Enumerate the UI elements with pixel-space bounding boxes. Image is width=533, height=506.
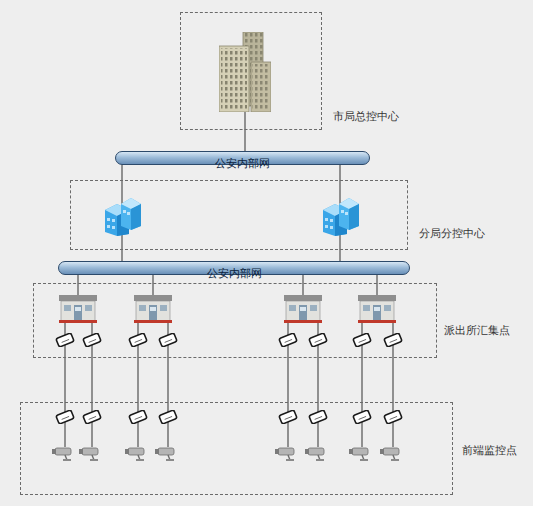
hq-building-icon — [219, 32, 271, 112]
wire — [65, 422, 393, 447]
wire — [303, 283, 304, 296]
network-label: 公安内部网 — [215, 158, 270, 170]
network-link — [78, 275, 79, 283]
network-label: 公安内部网 — [207, 268, 262, 280]
transceiver-icon — [353, 410, 371, 424]
transceiver-icon — [384, 333, 402, 347]
wire — [377, 283, 378, 296]
camera-icon — [52, 448, 71, 461]
camera-icon — [125, 448, 144, 461]
police-station-icon — [284, 295, 322, 323]
transceiver-icon — [384, 410, 402, 424]
transceiver-icon — [353, 333, 371, 347]
zone-box: 市局总控中心 — [180, 12, 322, 130]
transceiver-icon — [83, 333, 101, 347]
transceiver-icon — [129, 410, 147, 424]
transceiver-icon — [159, 410, 177, 424]
camera-icon — [380, 448, 399, 461]
network-link — [138, 358, 139, 402]
zone-label: 分局分控中心 — [419, 226, 485, 241]
network-link — [122, 165, 123, 180]
camera-icon — [349, 448, 368, 461]
transceiver-icon — [309, 410, 327, 424]
network-link — [65, 358, 66, 402]
network-link — [318, 358, 319, 402]
transceiver-icon — [309, 333, 327, 347]
network-link — [340, 165, 341, 180]
wire — [153, 283, 154, 296]
police-station-icon — [358, 295, 396, 323]
network-link — [393, 358, 394, 402]
network-bus: 公安内部网 — [115, 151, 370, 165]
network-link — [362, 358, 363, 402]
wire-group — [65, 110, 393, 447]
network-link — [288, 358, 289, 402]
network-link — [245, 130, 246, 151]
transceiver-icon — [279, 333, 297, 347]
zone-box: 前端监控点 — [20, 402, 453, 495]
police-station-icon — [134, 295, 172, 323]
police-station-icon — [59, 295, 97, 323]
transceiver-icon — [279, 410, 297, 424]
network-link — [92, 358, 93, 402]
transceiver-icon — [159, 333, 177, 347]
network-link — [168, 358, 169, 402]
network-bus: 公安内部网 — [58, 261, 410, 275]
network-link — [153, 275, 154, 283]
wire — [65, 402, 393, 412]
camera-icon — [275, 448, 294, 461]
network-link — [340, 250, 341, 261]
transceiver-icon — [83, 410, 101, 424]
network-link — [303, 275, 304, 283]
zone-label: 派出所汇集点 — [444, 323, 510, 338]
zone-label: 前端监控点 — [462, 443, 517, 458]
branch-building-icon — [105, 198, 141, 236]
camera-icon — [155, 448, 174, 461]
wire — [65, 323, 393, 335]
zone-box: 派出所汇集点 — [33, 283, 437, 358]
zone-label: 市局总控中心 — [333, 109, 399, 124]
transceiver-icon — [56, 333, 74, 347]
zone-box: 分局分控中心 — [70, 180, 408, 250]
transceiver-icon — [129, 333, 147, 347]
transceiver-icon — [56, 410, 74, 424]
wire — [78, 283, 79, 296]
network-link — [122, 250, 123, 261]
camera-icon — [305, 448, 324, 461]
camera-icon — [79, 448, 98, 461]
branch-building-icon — [323, 198, 359, 236]
network-link — [377, 275, 378, 283]
wire — [245, 110, 246, 130]
wire — [65, 345, 393, 358]
